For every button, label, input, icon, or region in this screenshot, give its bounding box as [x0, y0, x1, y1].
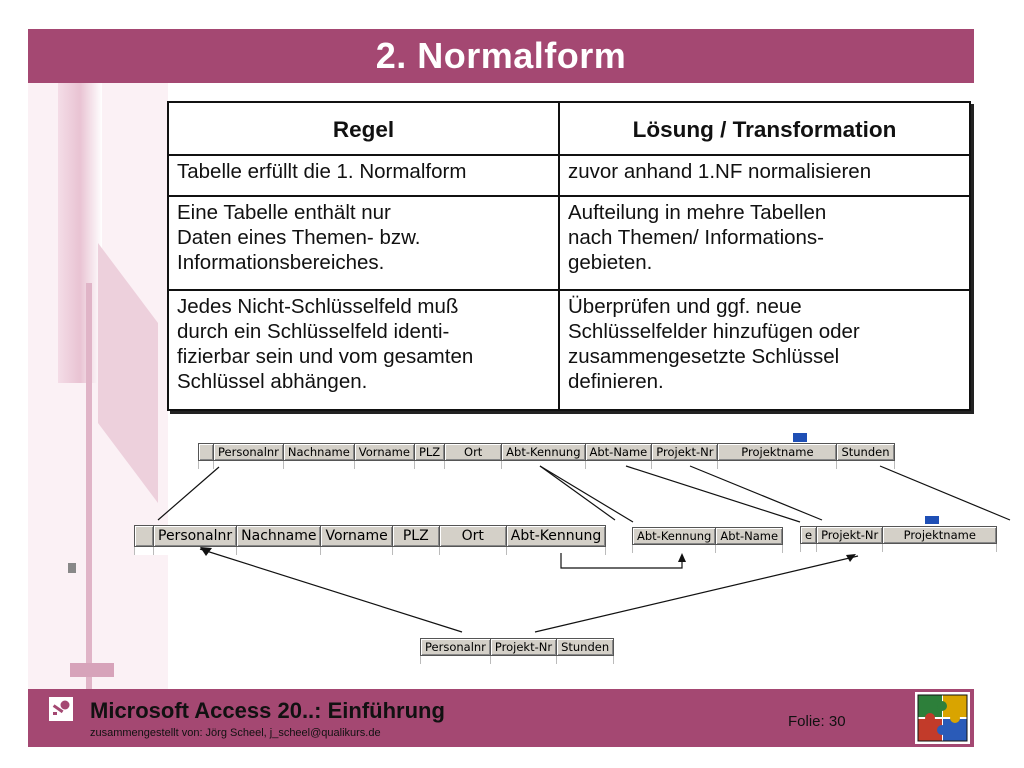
column-header: PLZ	[413, 443, 446, 461]
column-header: Projekt-Nr	[651, 443, 719, 461]
column-header: Personalnr	[152, 525, 238, 547]
slide-number: Folie: 30	[788, 713, 846, 730]
header-regel: Regel	[167, 100, 560, 157]
personal-table: Personalnr Nachname Vorname PLZ Ort Abt-…	[134, 525, 607, 555]
footer-bar: Microsoft Access 20..: Einführung zusamm…	[28, 689, 974, 747]
solution-cell: Aufteilung in mehre Tabellen nach Themen…	[558, 195, 971, 291]
column-header: e	[799, 526, 818, 544]
abteilung-table: Abt-Kennung Abt-Name	[631, 527, 784, 553]
column-header: Abt-Name	[715, 527, 784, 545]
column-header: Projekt-Nr	[489, 638, 558, 656]
column-header: Personalnr	[420, 638, 491, 656]
stunden-table: Personalnr Projekt-Nr Stunden	[420, 638, 615, 664]
column-header: Projekt-Nr	[816, 526, 884, 544]
projekt-table: e Projekt-Nr Projektname	[799, 526, 998, 552]
row-selector-header	[198, 443, 214, 461]
header-loesung: Lösung / Transformation	[558, 100, 971, 157]
rule-cell: Jedes Nicht-Schlüsselfeld muß durch ein …	[167, 288, 560, 411]
column-header: Nachname	[282, 443, 355, 461]
column-header: Stunden	[836, 443, 895, 461]
rule-cell: Eine Tabelle enthält nur Daten eines The…	[167, 195, 560, 291]
solution-cell: Überprüfen und ggf. neue Schlüsselfelder…	[558, 288, 971, 411]
puzzle-icon	[915, 692, 970, 744]
access-window-edge	[925, 516, 939, 524]
column-header: PLZ	[391, 525, 440, 547]
column-header: Ort	[438, 525, 507, 547]
slide-title: 2. Normalform	[28, 29, 974, 83]
column-header: Personalnr	[213, 443, 284, 461]
footer-subtitle: zusammengestellt von: Jörg Scheel, j_sch…	[90, 727, 381, 739]
column-header: Abt-Kennung	[505, 525, 607, 547]
unnormalized-table: Personalnr Nachname Vorname PLZ Ort Abt-…	[198, 443, 895, 469]
column-header: Nachname	[236, 525, 322, 547]
column-header: Abt-Name	[584, 443, 653, 461]
access-window-edge	[793, 433, 807, 442]
column-header: Abt-Kennung	[631, 527, 717, 545]
column-header: Projektname	[717, 443, 838, 461]
left-decoration	[28, 83, 168, 689]
column-header: Stunden	[556, 638, 615, 656]
rules-table: Regel Lösung / Transformation Tabelle er…	[167, 100, 971, 411]
rule-cell: Tabelle erfüllt die 1. Normalform	[167, 154, 560, 198]
solution-cell: zuvor anhand 1.NF normalisieren	[558, 154, 971, 198]
access-key-icon	[49, 697, 73, 721]
column-header: Vorname	[320, 525, 393, 547]
column-header: Projektname	[882, 526, 998, 544]
footer-title: Microsoft Access 20..: Einführung	[90, 698, 445, 723]
column-header: Ort	[444, 443, 503, 461]
column-header: Abt-Kennung	[501, 443, 586, 461]
